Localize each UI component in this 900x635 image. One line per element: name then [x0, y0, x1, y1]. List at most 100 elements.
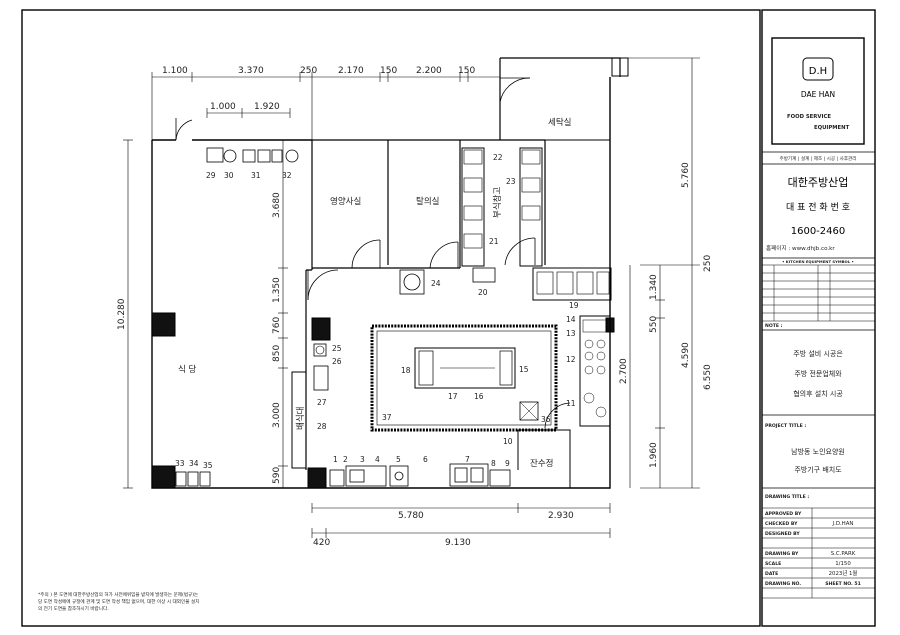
note-label: NOTE :: [765, 323, 783, 329]
island-counter: [370, 324, 558, 432]
equipment-number: 19: [569, 301, 579, 310]
pillar: [151, 312, 176, 337]
dim-inner-1: 1.000: [210, 102, 236, 112]
equipment-number: 14: [566, 315, 576, 324]
dim-left-5: 3.000: [272, 402, 282, 428]
dim-right-8: 1.960: [649, 442, 659, 468]
equipment-number: 2: [343, 455, 348, 464]
dim-left-4: 850: [272, 345, 282, 362]
pillar: [307, 467, 327, 489]
services-line: 주방기계 | 설계 | 제조 | 시공 | 사후관리: [779, 155, 856, 162]
logo-mark: D.H: [809, 66, 827, 77]
dim-bottom-1: 5.780: [398, 511, 424, 521]
equipment-number: 4: [375, 455, 380, 464]
dimension-labels: 1.100 3.370 250 2.170 150 2.200 150 1.00…: [117, 66, 713, 548]
equipment-labels: 1 2 3 4 5 6 7 8 9 10 11 12 13 14 15 16 1…: [175, 153, 579, 470]
wall-storage: [459, 58, 546, 268]
sheet-border: [21, 9, 761, 627]
pillar: [311, 317, 331, 341]
sheet-no: SHEET NO. 51: [825, 581, 861, 587]
equipment-27: [313, 365, 329, 391]
wall-segment: [500, 57, 621, 77]
door-arc: [499, 77, 531, 103]
equipment-number: 35: [203, 461, 213, 470]
dim-left-3: 760: [272, 317, 282, 334]
dim-top-4: 2.170: [338, 66, 364, 76]
checked-label: CHECKED BY: [765, 521, 798, 527]
footnote: *주의 ) 본 도면에 대한주방산업의 허가 사전에위임을 받지에 발생하는 문…: [38, 591, 199, 612]
equipment-1: [329, 469, 345, 487]
dim-right-7: 2.700: [619, 358, 629, 384]
dim-right-3: 4.590: [681, 342, 691, 368]
equipment-number: 5: [396, 455, 401, 464]
project-line-2: 주방기구 배치도: [794, 465, 842, 474]
equipment-number: 16: [474, 392, 484, 401]
equipment-number: 13: [566, 329, 576, 338]
equipment-number: 11: [566, 399, 576, 408]
drawing-no-label: DRAWING NO.: [765, 581, 801, 587]
drawn-value: S.C.PARK: [831, 551, 856, 557]
drawing-title-label: DRAWING TITLE :: [765, 494, 809, 500]
equipment-9: [489, 469, 511, 487]
equipment-number: 20: [478, 288, 488, 297]
equipment-number: 15: [519, 365, 529, 374]
footnote-line: 당 도면 작성에에 규정에 관계 및 도면 작성 책임 없으며, 대한 이상 시…: [38, 598, 199, 605]
equipment-number: 12: [566, 355, 576, 364]
equipment-number: 29: [206, 171, 216, 180]
equipment-number: 25: [332, 344, 342, 353]
equipment-number: 24: [431, 279, 441, 288]
room-labels: 식 당 세탁실 영양사실 탈의실 부식창고 배식대 잔수정: [178, 117, 571, 469]
phone-number: 1600-2460: [791, 226, 846, 237]
equipment-number: 32: [282, 171, 292, 180]
logo-sub1: FOOD SERVICE: [787, 114, 831, 120]
title-block: [761, 9, 876, 627]
dim-bottom-3: 420: [313, 538, 330, 548]
logo-box: [771, 37, 865, 145]
equipment-35: [199, 471, 211, 487]
room-food-storage: 부식창고: [493, 187, 503, 218]
room-serving: 배식대: [296, 407, 306, 430]
logo-mark-box: [802, 57, 834, 81]
title-block-text: D.H DAE HAN FOOD SERVICE EQUIPMENT 주방기계 …: [765, 66, 861, 587]
approved-label: APPROVED BY: [765, 511, 802, 517]
door-arc: [307, 269, 339, 301]
room-laundry: 세탁실: [548, 117, 571, 128]
dim-top-5: 150: [380, 66, 397, 76]
footnote-line: 의 전기 도면을 참조하시기 바랍니다.: [38, 605, 109, 612]
note-line-2: 주방 전문업체와: [794, 369, 842, 378]
dim-right-6: 550: [649, 316, 659, 333]
sink: [519, 401, 539, 421]
designed-label: DESIGNED BY: [765, 531, 800, 537]
dim-top-7: 150: [458, 66, 475, 76]
symbol-header: • KITCHEN EQUIPMENT SYMBOL •: [782, 259, 854, 264]
equipment-33: [175, 471, 187, 487]
equipment-number: 22: [493, 153, 503, 162]
dim-top-3: 250: [300, 66, 317, 76]
phone-label: 대 표 전 화 번 호: [786, 202, 850, 213]
equipment-31: [242, 149, 256, 163]
wall-nutrition-office: [311, 139, 500, 270]
room-changing: 탈의실: [416, 196, 439, 207]
date-label: DATE: [765, 571, 778, 577]
dim-top-1: 1.100: [162, 66, 188, 76]
outer-wall: [151, 77, 611, 489]
equipment-number: 6: [423, 455, 428, 464]
dim-top-2: 3.370: [238, 66, 264, 76]
equipment-number: 33: [175, 459, 185, 468]
equipment-number: 23: [506, 177, 516, 186]
scale-label: SCALE: [765, 561, 781, 567]
dim-top-6: 2.200: [416, 66, 442, 76]
equipment-number: 27: [317, 398, 327, 407]
dim-left-total: 10.280: [117, 298, 127, 330]
note-line-1: 주방 설비 시공은: [793, 349, 843, 358]
logo-sub2: EQUIPMENT: [814, 125, 850, 131]
equipment-29: [206, 147, 224, 163]
dim-bottom-4: 9.130: [445, 538, 471, 548]
pillar: [151, 465, 176, 489]
equipment-number: 9: [505, 459, 510, 468]
door-arc: [544, 402, 571, 429]
footnote-line: *주의 ) 본 도면에 대한주방산업의 허가 사전에위임을 받지에 발생하는 문…: [38, 591, 198, 598]
cooking-table: [414, 347, 516, 389]
dim-right-5: 1.340: [649, 274, 659, 300]
floor-plan: [151, 57, 629, 489]
